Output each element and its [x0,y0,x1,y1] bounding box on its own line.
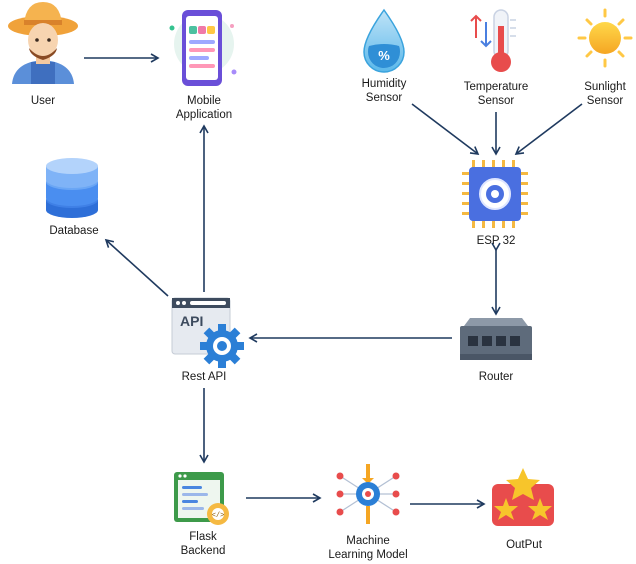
ml-model-label-line1: Machine [346,535,390,547]
mobile-app-label: Mobile Application [164,94,244,122]
sun-icon [577,8,633,68]
water-drop-icon: % [363,8,405,73]
flask-backend-label-line1: Flask [189,531,217,543]
neural-gear-icon [336,464,400,524]
output-label: OutPut [506,539,542,551]
farmer-avatar-icon [8,2,78,84]
database-label: Database [49,225,99,237]
flask-backend-label-line2: Backend [180,545,226,557]
sunlight-sensor-label: Sunlight Sensor [574,80,636,108]
mobile-app-label-line1: Mobile [187,95,221,107]
esp32-label: ESP 32 [476,235,516,247]
smartphone-icon [169,10,237,86]
temperature-sensor-label: Temperature Sensor [452,80,540,108]
arrow-humidity-to-esp32 [411,103,480,155]
router-icon [460,318,532,360]
temperature-sensor-label-line1: Temperature [463,81,529,93]
mobile-app-label-line2: Application [175,109,233,121]
humidity-sensor-label-line2: Sensor [365,92,403,104]
router-label: Router [478,371,514,383]
temperature-sensor-label-line2: Sensor [477,95,515,107]
rest-api-label: Rest API [181,371,227,383]
humidity-sensor-label-line1: Humidity [361,78,407,90]
code-window-icon: </> [174,472,229,525]
arrow-restapi-to-database [104,238,169,297]
stars-icon [492,468,554,526]
api-gear-icon: API [171,297,244,368]
ml-model-label: Machine Learning Model [318,534,418,562]
thermometer-icon [470,9,516,72]
api-icon-text: API [180,313,203,329]
sunlight-sensor-label-line1: Sunlight [584,81,626,93]
arrow-sunlight-to-esp32 [514,103,583,155]
svg-text:%: % [378,48,390,63]
svg-text:</>: </> [212,512,225,520]
chip-icon [462,160,528,228]
sunlight-sensor-label-line2: Sensor [586,95,624,107]
ml-model-label-line2: Learning Model [328,549,408,561]
flask-backend-label: Flask Backend [168,530,238,558]
humidity-sensor-label: Humidity Sensor [346,77,422,105]
user-label: User [30,95,56,107]
connector-arrows [84,53,583,509]
database-icon [46,158,98,218]
